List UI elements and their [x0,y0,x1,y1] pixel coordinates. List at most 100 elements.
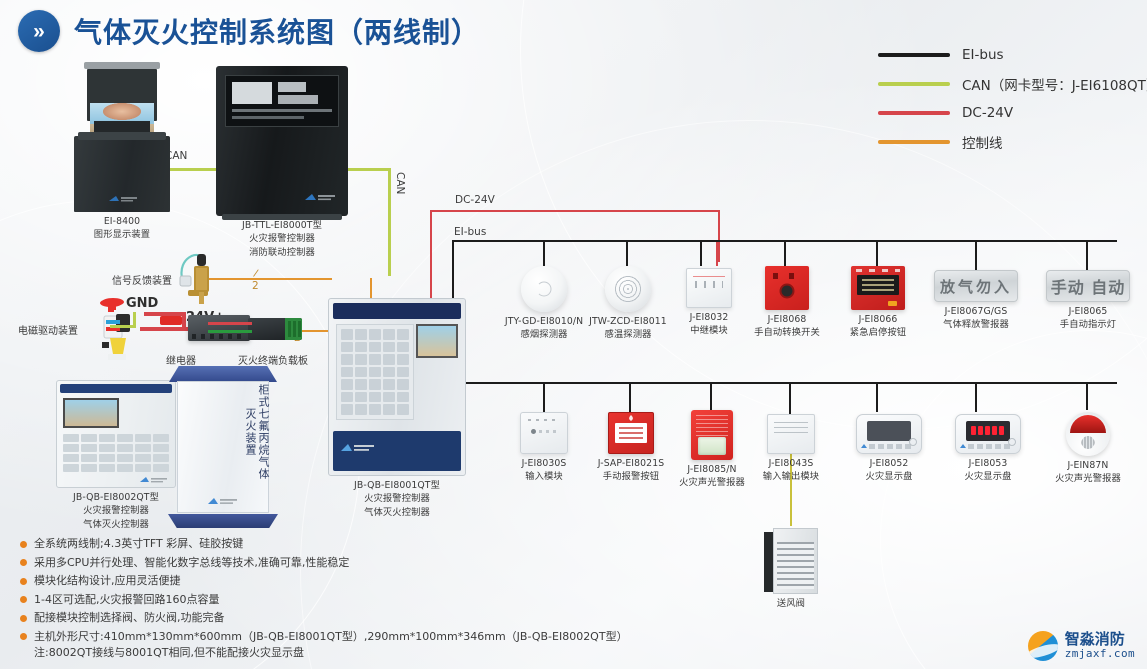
device-j-ei8053[interactable]: J-EI8053 火灾显示盘 [942,414,1034,484]
wire-can-left [118,168,224,171]
device-caption: J-EI8043S 输入输出模块 [745,457,837,484]
device-signal-feedback[interactable] [178,244,220,306]
device-j-ei8068[interactable]: J-EI8068 手自动转换开关 [744,266,830,340]
device-model: J-EI8053 [968,458,1008,469]
device-air-supply-valve[interactable]: 送风阀 [762,528,820,610]
device-model: J-EI8067G/GS [944,306,1008,317]
device-model: JB-QB-EI8001QT型 [354,480,440,491]
device-ei-8400[interactable]: EI-8400 图形显示装置 [62,62,182,242]
note-item: 全系统两线制;4.3英寸TFT 彩屏、硅胶按键 [20,536,620,552]
device-name: 火灾报警控制器 [249,233,315,245]
device-j-ei8043s[interactable]: J-EI8043S 输入输出模块 [745,414,837,484]
device-caption: JB-QB-EI8002QT型 火灾报警控制器 气体灭火控制器 [56,491,176,531]
brand-logo-icon [208,498,237,504]
device-jtw-zcd-ei8011[interactable]: JTW-ZCD-EI8011 感温探测器 [582,266,674,342]
legend-label: EI-bus [962,46,1004,63]
sign-text: 手动 自动 [1050,278,1126,297]
device-j-ei8066[interactable]: J-EI8066 紧急启停按钮 [838,266,918,340]
watermark: 智淼消防 zmjaxf.com [1027,629,1135,661]
watermark-brand: 智淼消防 [1064,629,1125,648]
wire-label-eibus: EI-bus [454,226,487,238]
device-j-ei8065[interactable]: 手动 自动 J-EI8065 手自动指示灯 [1042,270,1134,332]
device-name: 火灾声光警报器 [1055,473,1121,485]
fire-alarm-cabinet-art [216,66,348,220]
wire-can-top [340,168,390,171]
main-controller-art [328,298,466,476]
wire-24v [144,312,186,316]
note-text-main: 主机外形尺寸:410mm*130mm*600mm（JB-QB-EI8001QT型… [34,629,628,643]
wire-drop [975,242,977,270]
device-jb-qb-ei8002qt[interactable]: JB-QB-EI8002QT型 火灾报警控制器 气体灭火控制器 [56,380,176,531]
device-j-ei8032[interactable]: J-EI8032 中继模块 [672,268,746,338]
bullet-icon [20,596,27,604]
legend: EI-bus CAN（网卡型号：J-EI6108QT） DC-24V 控制线 [878,40,1147,156]
wire-drop [629,384,631,412]
wire-24v-relay-load [208,322,252,325]
flame-icon [629,415,633,421]
emergency-start-stop-icon [851,266,905,310]
note-text: 主机外形尺寸:410mm*130mm*600mm（JB-QB-EI8001QT型… [34,629,628,661]
brand-logo-icon [109,196,137,202]
device-caption: JB-QB-EI8001QT型 火灾报警控制器 气体灭火控制器 [328,479,466,519]
manual-call-point-icon [608,412,654,454]
brand-mark-icon [1027,631,1058,661]
device-model: J-EI8030S [521,458,567,469]
device-jb-qb-ei8001qt[interactable]: JB-QB-EI8001QT型 火灾报警控制器 气体灭火控制器 [328,298,466,519]
device-model: J-EI8066 [858,314,898,325]
device-j-ei8067g-gs[interactable]: 放气勿入 J-EI8067G/GS 气体释放警报器 [930,270,1022,332]
wire-24v [140,327,190,331]
wire-drop [1086,384,1088,410]
device-j-sap-ei8021s[interactable]: J-SAP-EI8021S 手动报警按钮 [585,412,677,484]
brand-logo-icon [140,477,167,483]
bullet-icon [20,559,27,567]
wire-drop [789,384,791,414]
bullet-icon [20,614,27,622]
wire-green-relay-load [208,330,252,333]
wire-drop [876,242,878,266]
wire-drop [784,242,786,266]
bullet-icon [20,577,27,585]
label-signal-feedback: 信号反馈装置 [112,276,172,287]
cylinder-cabinet-art: 柜式七氟丙烷气体灭火装置 [168,366,278,528]
device-load-board[interactable] [248,318,302,340]
note-text: 模块化结构设计,应用灵活便捷 [34,574,181,588]
note-item: 配接模块控制选择阀、防火阀,功能完备 [20,610,620,626]
note-item: 主机外形尺寸:410mm*130mm*600mm（JB-QB-EI8001QT型… [20,629,628,661]
device-model: JB-QB-EI8002QT型 [73,492,159,503]
device-name: 中继模块 [690,325,728,337]
legend-item-dc24v: DC-24V [878,98,1147,127]
wire-dc24v-left-drop [430,210,432,322]
device-jty-gd-ei8010n[interactable]: JTY-GD-EI8010/N 感烟探测器 [498,266,590,342]
connector-24v [160,316,182,325]
device-name: 感温探测器 [604,329,652,341]
device-model: J-EI8085/N [687,464,737,475]
device-caption: J-EI8030S 输入模块 [498,457,590,484]
watermark-domain: zmjaxf.com [1064,647,1135,661]
device-j-ei8052[interactable]: J-EI8052 火灾显示盘 [843,414,935,484]
background-swoosh [880,330,1147,669]
device-name-2: 消防联动控制器 [249,246,315,258]
device-gas-cylinder-cabinet[interactable]: 柜式七氟丙烷气体灭火装置 [168,366,278,528]
device-name-2: 气体灭火控制器 [83,518,149,530]
device-relay[interactable] [188,315,250,341]
wire-drop-dc24v [716,242,718,266]
device-j-ein87n[interactable]: J-EIN87N 火灾声光警报器 [1042,412,1134,486]
device-name: 火灾声光警报器 [679,477,745,489]
device-jb-ttl-ei8000t[interactable]: JB-TTL-EI8000T型 火灾报警控制器 消防联动控制器 [216,66,348,259]
wire-drop [1086,242,1088,270]
legend-swatch [878,52,950,57]
gas-release-sign-icon: 放气勿入 [934,270,1018,302]
device-j-ei8085n[interactable]: J-EI8085/N 火灾声光警报器 [666,410,758,490]
wire-drop [975,384,977,412]
device-name: 火灾显示盘 [865,471,913,483]
brand-logo-icon [341,444,374,451]
wire-eibus-top-rail [452,240,1117,242]
legend-item-control-line: 控制线 [878,127,1147,156]
device-j-ei8030s[interactable]: J-EI8030S 输入模块 [498,412,590,484]
note-text-sub: 注:8002QT接线与8001QT相同,但不能配接火灾显示盘 [34,645,304,659]
legend-item-ei-bus: EI-bus [878,40,1147,69]
device-caption: J-EI8066 紧急启停按钮 [838,313,918,340]
device-name: 手自动转换开关 [754,327,820,339]
note-text: 1-4区可选配,火灾报警回路160点容量 [34,592,220,606]
bullet-icon [20,540,27,548]
